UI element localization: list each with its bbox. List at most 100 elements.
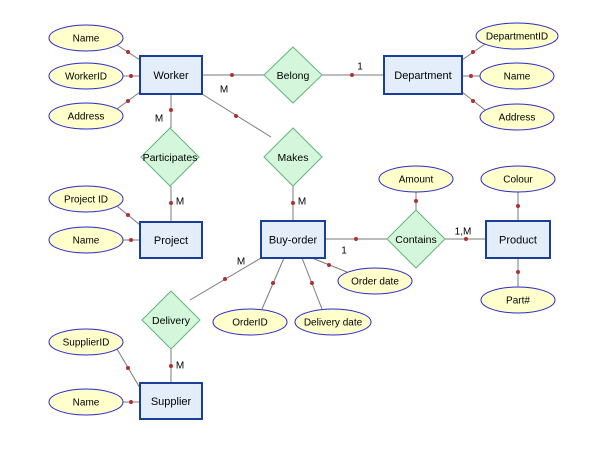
entity-box (139, 55, 203, 95)
attribute-ellipse (378, 165, 454, 193)
attribute-ellipse (337, 267, 413, 295)
attribute-ellipse (479, 103, 555, 131)
cardinality-buy_order-contains: 1 (341, 246, 347, 257)
cardinality-participates-project: M (176, 197, 184, 208)
entity-worker[interactable]: Worker (139, 55, 203, 95)
entity-label: Product (499, 234, 537, 246)
attribute-ellipse (294, 308, 372, 336)
attribute-d-name[interactable]: Name (479, 62, 555, 90)
entity-box (485, 220, 551, 259)
entity-box (260, 220, 326, 259)
entity-buy-order[interactable]: Buy-order (260, 220, 326, 259)
attribute-b-deliverydate[interactable]: Delivery date (294, 308, 372, 336)
relationship-contains[interactable]: Contains (386, 209, 446, 269)
cardinality-belong-department: 1 (357, 62, 363, 73)
attribute-d-address[interactable]: Address (479, 103, 555, 131)
attribute-dot-b_orderdate (327, 263, 331, 267)
attribute-dot-c_amount (414, 199, 418, 203)
attribute-ellipse (475, 22, 559, 50)
attribute-dot-p_projectid (126, 213, 130, 217)
attribute-dot-d_name (469, 74, 473, 78)
attribute-dot-w_address (126, 99, 130, 103)
relationship-diamond (263, 46, 323, 104)
cardinality-delivery-supplier: M (176, 361, 184, 372)
attribute-label: Name (73, 236, 100, 247)
connector-dot-worker-belong (230, 73, 234, 77)
attribute-dot-pr_colour (516, 204, 520, 208)
entity-supplier[interactable]: Supplier (139, 382, 203, 420)
entity-project[interactable]: Project (139, 221, 203, 259)
cardinality-worker-belong: M (220, 85, 228, 96)
attribute-ellipse (48, 185, 124, 213)
attribute-b-orderdate[interactable]: Order date (337, 267, 413, 295)
attribute-pr-part[interactable]: Part# (480, 286, 556, 314)
attribute-w-workerid[interactable]: WorkerID (48, 62, 124, 90)
attribute-d-departmentid[interactable]: DepartmentID (475, 22, 559, 50)
attribute-s-supplierid[interactable]: SupplierID (48, 328, 124, 356)
attribute-ellipse (48, 62, 124, 90)
relationship-label: Contains (395, 234, 436, 246)
entity-box (139, 221, 203, 259)
connector-dot-worker-makes (234, 114, 238, 118)
attribute-label: Address (68, 112, 105, 123)
relationship-diamond (141, 290, 201, 350)
relationship-belong[interactable]: Belong (263, 46, 323, 104)
entity-label: Supplier (151, 396, 192, 408)
entity-label: Buy-order (269, 234, 318, 246)
entity-box (139, 382, 203, 420)
attribute-dot-pr_part (516, 270, 520, 274)
attribute-dot-w_workerid (129, 74, 133, 78)
attribute-ellipse (48, 226, 124, 254)
connector-dot-delivery-supplier (169, 364, 173, 368)
attribute-ellipse (479, 62, 555, 90)
attribute-w-address[interactable]: Address (48, 102, 124, 130)
connector-dot-participates-project (169, 201, 173, 205)
attribute-w-name[interactable]: Name (48, 24, 124, 52)
connector-dot-makes-buy_order (291, 201, 295, 205)
attribute-ellipse (48, 24, 124, 52)
attribute-ellipse (480, 165, 556, 193)
cardinality-worker-participates: M (155, 114, 163, 125)
attribute-dot-s_supplierid (126, 366, 130, 370)
attribute-ellipse (48, 388, 124, 416)
attribute-ellipse (48, 328, 124, 356)
entity-box (383, 55, 463, 95)
attribute-b-orderid[interactable]: OrderID (212, 308, 288, 336)
attribute-label: Order date (351, 277, 399, 288)
relationship-label: Belong (277, 70, 310, 82)
attribute-label: WorkerID (65, 72, 107, 83)
attribute-ellipse (212, 308, 288, 336)
attribute-ellipse (480, 286, 556, 314)
attribute-p-projectid[interactable]: Project ID (48, 185, 124, 213)
attribute-dot-d_address (471, 99, 475, 103)
attribute-p-name[interactable]: Name (48, 226, 124, 254)
relationship-participates[interactable]: Participates (140, 127, 200, 187)
attribute-dot-w_name (126, 50, 130, 54)
entity-department[interactable]: Department (383, 55, 463, 95)
attribute-label: DepartmentID (486, 32, 548, 43)
attribute-ellipse (48, 102, 124, 130)
relationship-makes[interactable]: Makes (263, 127, 323, 187)
attribute-label: OrderID (232, 318, 268, 329)
entity-product[interactable]: Product (485, 220, 551, 259)
attribute-s-name[interactable]: Name (48, 388, 124, 416)
connector-dot-buy_order-contains (354, 237, 358, 241)
relationship-delivery[interactable]: Delivery (141, 290, 201, 350)
entity-label: Department (394, 70, 451, 82)
relationship-label: Participates (143, 152, 198, 164)
attribute-dot-s_name (129, 400, 133, 404)
connector-dot-worker-participates (169, 108, 173, 112)
connector-dot-contains-product (464, 237, 468, 241)
attribute-dot-b_deliverydate (310, 281, 314, 285)
attribute-label: Delivery date (304, 318, 363, 329)
attribute-c-amount[interactable]: Amount (378, 165, 454, 193)
attribute-pr-colour[interactable]: Colour (480, 165, 556, 193)
attribute-label: Name (504, 72, 531, 83)
entity-label: Project (154, 235, 188, 247)
connector-dot-belong-department (350, 73, 354, 77)
relationship-label: Delivery (152, 315, 191, 327)
relationship-diamond (140, 127, 200, 187)
attribute-label: Name (73, 398, 100, 409)
